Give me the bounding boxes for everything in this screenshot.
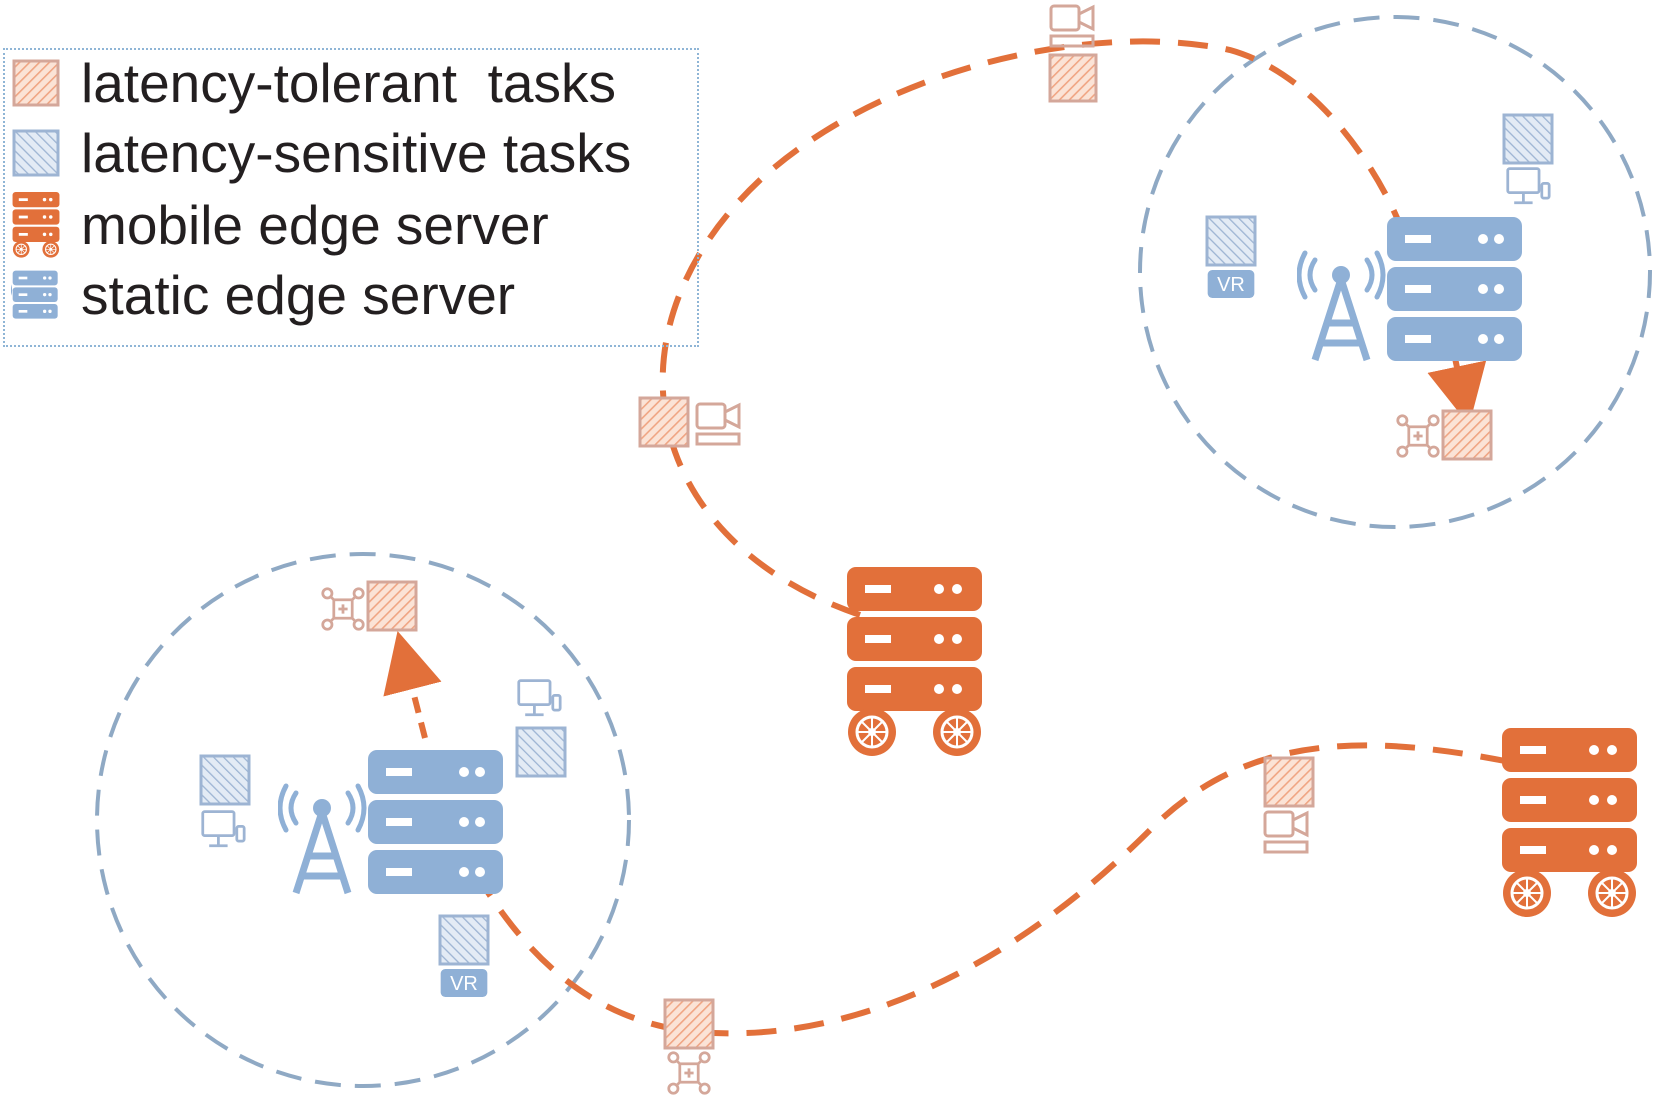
legend-label: latency-sensitive tasks	[81, 121, 632, 184]
drone-icon	[1396, 414, 1440, 458]
task-group-left-vr: VR	[438, 914, 490, 997]
mobile-edge-server-right	[1502, 728, 1637, 918]
latency-tolerant-task	[1441, 409, 1493, 461]
latency-tolerant-task	[638, 396, 690, 448]
legend-label: static edge server	[81, 263, 516, 326]
task-group-lower-camera	[1263, 756, 1315, 854]
latency-tolerant-task-icon	[5, 52, 67, 114]
legend-item-mobile-edge-server: mobile edge server	[5, 192, 549, 258]
drone-icon	[667, 1051, 711, 1095]
coverage-circle-right	[1138, 15, 1652, 529]
mobile-server-trajectory-lower	[477, 742, 1511, 1037]
latency-tolerant-task	[663, 998, 715, 1050]
static-edge-server-right	[1299, 217, 1522, 361]
latency-tolerant-task	[1263, 756, 1315, 808]
task-group-left-upper-computer	[515, 679, 567, 778]
latency-sensitive-task	[438, 914, 490, 966]
offload-arrow-right	[1427, 357, 1487, 426]
computer-icon	[201, 810, 246, 848]
task-group-left-computer	[199, 754, 251, 848]
latency-sensitive-task	[515, 726, 567, 778]
task-group-bottom-drone	[663, 998, 715, 1095]
task-group-left-drone	[321, 580, 418, 632]
legend-label: mobile edge server	[81, 193, 549, 256]
latency-tolerant-task	[366, 580, 418, 632]
latency-tolerant-task	[1048, 53, 1098, 103]
task-group-mid-camera	[638, 396, 741, 448]
legend-item-static-edge-server: static edge server	[5, 262, 515, 328]
vr-label: VR	[450, 973, 478, 995]
mobile-edge-server-center	[847, 567, 982, 757]
latency-sensitive-task-icon	[5, 122, 67, 184]
legend: latency-tolerant tasks latency-sensitive…	[3, 48, 699, 347]
computer-icon	[517, 679, 562, 717]
latency-sensitive-task	[199, 754, 251, 806]
static-edge-server-left	[280, 750, 503, 894]
latency-sensitive-task	[1502, 113, 1554, 165]
mobile-edge-server-icon	[5, 192, 67, 258]
task-group-right-vr: VR	[1205, 215, 1257, 298]
camera-icon	[1049, 4, 1095, 48]
legend-item-latency-sensitive: latency-sensitive tasks	[5, 120, 631, 186]
latency-sensitive-task	[1205, 215, 1257, 267]
static-edge-server-icon	[5, 264, 67, 326]
task-group-right-computer	[1502, 113, 1554, 205]
vr-label: VR	[1217, 274, 1245, 296]
task-group-top-camera	[1048, 4, 1098, 103]
camera-icon	[695, 402, 741, 446]
legend-label: latency-tolerant tasks	[81, 51, 616, 114]
coverage-circle-left	[95, 552, 631, 1088]
legend-item-latency-tolerant: latency-tolerant tasks	[5, 50, 616, 116]
computer-icon	[1506, 167, 1551, 205]
camera-icon	[1263, 810, 1309, 854]
drone-icon	[321, 587, 365, 631]
offload-arrow-left	[383, 630, 442, 739]
task-group-right-drone	[1396, 409, 1493, 461]
mobile-server-trajectory-upper	[659, 38, 1403, 618]
